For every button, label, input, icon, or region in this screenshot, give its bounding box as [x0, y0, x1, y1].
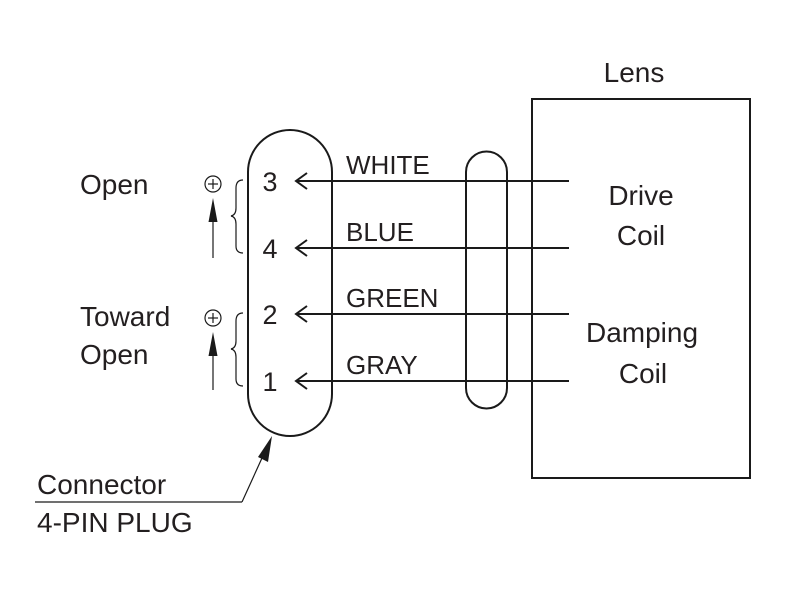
lens-box [531, 98, 751, 479]
polarity-toward-open: Toward Open [80, 301, 244, 390]
brace-icon [230, 179, 244, 254]
drive-coil-label-line2: Coil [617, 220, 665, 251]
wire-white: WHITE [294, 150, 569, 190]
connector-body [247, 129, 333, 437]
arrow-head-icon [294, 372, 308, 390]
plus-circle-icon [204, 175, 222, 193]
connector-callout: Connector 4-PIN PLUG [35, 436, 272, 538]
callout-arrow-icon [258, 436, 272, 462]
lens-title: Lens [604, 57, 665, 88]
plus-circle-icon [204, 309, 222, 327]
wire-label-green: GREEN [346, 283, 438, 313]
wire-green: GREEN [294, 283, 569, 323]
arrow-head-icon [294, 239, 308, 257]
drive-coil-label-line1: Drive [608, 180, 673, 211]
up-arrow-icon [208, 198, 218, 258]
wires: WHITE BLUE GREEN GRAY [294, 150, 569, 390]
lens-block: Lens Drive Coil Damping Coil [531, 57, 751, 479]
connector-plug: 3 4 2 1 [247, 129, 333, 437]
polarity-label-open-2: Open [80, 339, 149, 370]
pin-label-3: 3 [262, 167, 277, 197]
wire-label-blue: BLUE [346, 217, 414, 247]
pin-label-2: 2 [262, 300, 277, 330]
damping-coil-label-line1: Damping [586, 317, 698, 348]
up-arrow-icon [208, 332, 218, 390]
polarity-label-open: Open [80, 169, 149, 200]
cable-bundle [465, 150, 508, 410]
polarity-open: Open [80, 169, 244, 258]
wire-blue: BLUE [294, 217, 569, 257]
connector-label: Connector [37, 469, 166, 500]
wire-label-gray: GRAY [346, 350, 418, 380]
callout-leader [241, 457, 263, 503]
wire-label-white: WHITE [346, 150, 430, 180]
polarity-label-toward: Toward [80, 301, 170, 332]
pin-label-4: 4 [262, 234, 277, 264]
brace-icon [230, 312, 244, 387]
arrow-head-icon [294, 172, 308, 190]
damping-coil-label-line2: Coil [619, 358, 667, 389]
wire-gray: GRAY [294, 350, 569, 390]
connector-sublabel: 4-PIN PLUG [37, 507, 193, 538]
pin-label-1: 1 [262, 367, 277, 397]
arrow-head-icon [294, 305, 308, 323]
